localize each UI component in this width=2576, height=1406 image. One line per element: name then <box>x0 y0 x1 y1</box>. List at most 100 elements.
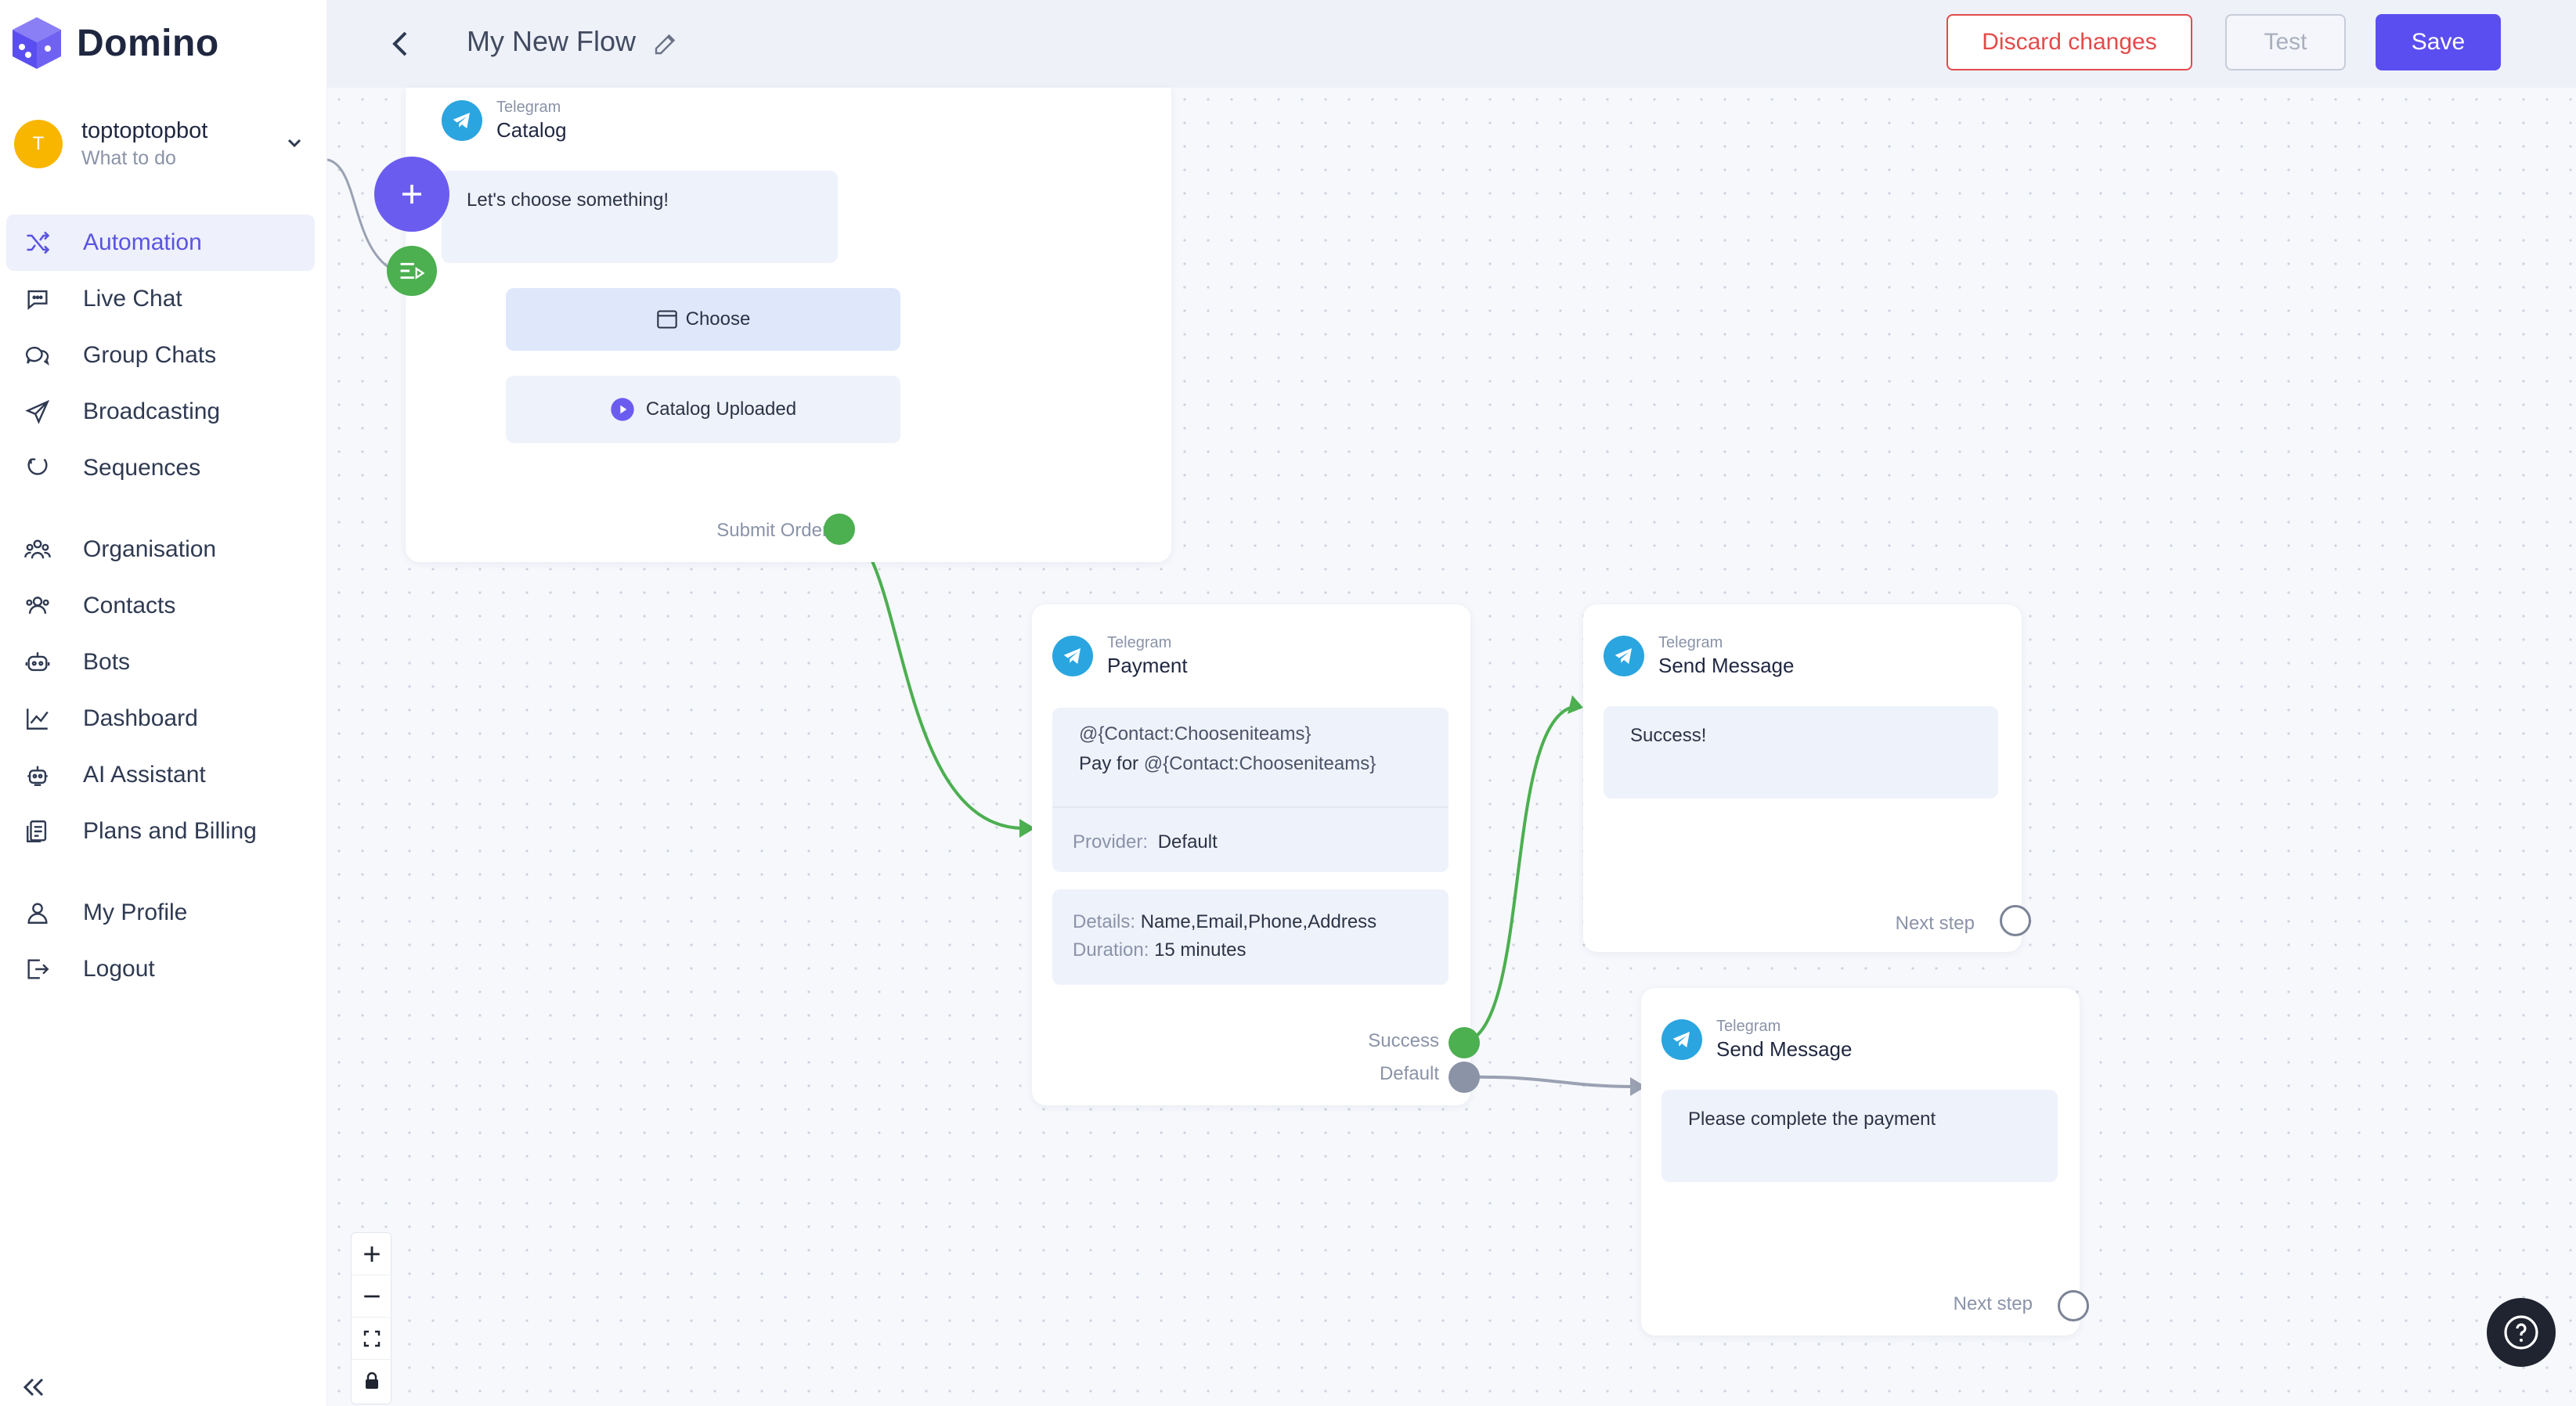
telegram-icon <box>1604 636 1644 676</box>
sidebar-item-live-chat[interactable]: Live Chat <box>6 271 315 327</box>
sidebar-item-plans-billing[interactable]: Plans and Billing <box>6 803 315 860</box>
sidebar-item-automation[interactable]: Automation <box>6 215 315 271</box>
telegram-icon <box>1052 636 1093 676</box>
edge-success-to-send-message <box>1463 705 1578 1044</box>
catalog-message-text: Let's choose something! <box>467 189 669 211</box>
plus-icon <box>402 185 421 204</box>
domino-cube-icon <box>13 17 61 69</box>
help-button[interactable] <box>2487 1298 2556 1367</box>
choose-button[interactable]: Choose <box>506 288 900 351</box>
save-button[interactable]: Save <box>2376 14 2501 70</box>
sidebar-item-bots[interactable]: Bots <box>6 634 315 690</box>
chevron-down-icon[interactable] <box>285 133 304 152</box>
sidebar-item-group-chats[interactable]: Group Chats <box>6 327 315 384</box>
sidebar-item-label: Sequences <box>83 455 201 481</box>
sidebar: Domino T toptoptopbot What to do Automat… <box>0 0 327 1406</box>
provider-label: Provider: <box>1073 831 1149 853</box>
catalog-input-port[interactable] <box>387 246 437 296</box>
chat-bubble-icon <box>22 283 53 315</box>
catalog-uploaded-trigger[interactable]: Catalog Uploaded <box>506 376 900 443</box>
payment-settings-box[interactable]: @{Contact:Chooseniteams} Pay for @{Conta… <box>1052 708 1449 872</box>
sidebar-item-label: My Profile <box>83 899 188 925</box>
test-button[interactable]: Test <box>2225 14 2346 70</box>
catalog-message-box[interactable]: Let's choose something! <box>442 171 838 263</box>
brand-logo[interactable]: Domino <box>11 16 219 70</box>
duration-row: Duration: 15 minutes <box>1073 939 1246 961</box>
avatar: T <box>14 120 63 168</box>
group-chat-icon <box>22 340 53 371</box>
default-port[interactable] <box>1449 1062 1480 1093</box>
sidebar-item-label: Bots <box>83 649 131 675</box>
node-title: Send Message <box>1716 1037 1853 1061</box>
next-step-port[interactable] <box>2058 1290 2089 1321</box>
payment-node[interactable]: Telegram Payment @{Contact:Chooseniteams… <box>1032 604 1470 1105</box>
catalog-node[interactable]: Telegram Catalog Let's choose something!… <box>406 88 1171 562</box>
edge-submit-order-to-payment <box>839 528 1022 830</box>
shuffle-icon <box>22 227 53 258</box>
node-platform: Telegram <box>496 99 561 116</box>
play-circle-icon <box>611 398 634 421</box>
account-switcher[interactable]: T toptoptopbot What to do <box>14 113 312 175</box>
payment-description: Pay for @{Contact:Chooseniteams} <box>1079 753 1376 775</box>
send-message-payment-node[interactable]: Telegram Send Message Please complete th… <box>1641 988 2080 1336</box>
fit-view-button[interactable] <box>352 1318 392 1360</box>
node-title: Payment <box>1107 654 1188 677</box>
discard-changes-button[interactable]: Discard changes <box>1946 14 2192 70</box>
fit-view-icon <box>363 1330 381 1347</box>
sidebar-item-logout[interactable]: Logout <box>6 941 315 997</box>
edge-default-to-send-message <box>1463 1075 1634 1088</box>
brand-name: Domino <box>77 22 219 64</box>
sidebar-item-my-profile[interactable]: My Profile <box>6 885 315 941</box>
choose-label: Choose <box>685 308 751 330</box>
organisation-icon <box>22 534 53 565</box>
flow-canvas[interactable]: Telegram Catalog Let's choose something!… <box>327 88 2576 1406</box>
message-box[interactable]: Please complete the payment <box>1661 1090 2058 1182</box>
sidebar-item-label: Logout <box>83 956 155 982</box>
provider-value: Default <box>1157 831 1218 853</box>
submit-order-port[interactable] <box>824 514 855 545</box>
sidebar-item-label: AI Assistant <box>83 762 206 788</box>
zoom-out-button[interactable] <box>352 1275 392 1318</box>
message-box[interactable]: Success! <box>1604 706 1998 799</box>
back-arrow-icon[interactable] <box>387 28 412 59</box>
telegram-icon <box>1661 1019 1702 1060</box>
pencil-edit-icon[interactable] <box>651 30 680 58</box>
duration-label: Duration: <box>1073 939 1149 961</box>
default-label: Default <box>1379 1063 1439 1084</box>
sidebar-item-dashboard[interactable]: Dashboard <box>6 690 315 747</box>
divider <box>1052 806 1449 808</box>
success-port[interactable] <box>1449 1027 1480 1058</box>
edge-arrowhead <box>1630 1077 1646 1096</box>
sidebar-item-label: Live Chat <box>83 286 182 312</box>
send-message-success-node[interactable]: Telegram Send Message Success! Next step <box>1583 604 2022 952</box>
node-platform: Telegram <box>1658 634 1723 651</box>
telegram-icon <box>442 100 482 141</box>
sidebar-item-label: Organisation <box>83 536 217 562</box>
lock-icon <box>366 1372 378 1389</box>
add-step-button[interactable] <box>374 157 449 232</box>
success-label: Success <box>1368 1030 1439 1051</box>
submit-order-label: Submit Order <box>716 520 828 541</box>
sidebar-item-ai-assistant[interactable]: AI Assistant <box>6 747 315 803</box>
lock-button[interactable] <box>352 1360 392 1402</box>
details-row: Details: Name,Email,Phone,Address <box>1073 911 1376 933</box>
node-platform: Telegram <box>1107 634 1172 651</box>
next-step-port[interactable] <box>2000 905 2031 936</box>
zoom-controls <box>351 1232 392 1404</box>
sidebar-item-broadcasting[interactable]: Broadcasting <box>6 384 315 440</box>
sidebar-item-label: Group Chats <box>83 342 217 368</box>
account-name: toptoptopbot <box>81 118 208 143</box>
zoom-in-button[interactable] <box>352 1233 392 1275</box>
sequence-icon <box>22 452 53 484</box>
payment-details-box[interactable]: Details: Name,Email,Phone,Address Durati… <box>1052 889 1449 985</box>
node-platform: Telegram <box>1716 1018 1781 1035</box>
collapse-sidebar-icon[interactable] <box>20 1376 49 1398</box>
sidebar-item-organisation[interactable]: Organisation <box>6 521 315 578</box>
sidebar-item-label: Broadcasting <box>83 398 221 424</box>
contacts-icon <box>22 590 53 622</box>
sidebar-item-label: Automation <box>83 229 202 255</box>
sidebar-item-label: Dashboard <box>83 705 198 731</box>
node-title: Catalog <box>496 118 567 142</box>
sidebar-item-sequences[interactable]: Sequences <box>6 440 315 496</box>
sidebar-item-contacts[interactable]: Contacts <box>6 578 315 634</box>
